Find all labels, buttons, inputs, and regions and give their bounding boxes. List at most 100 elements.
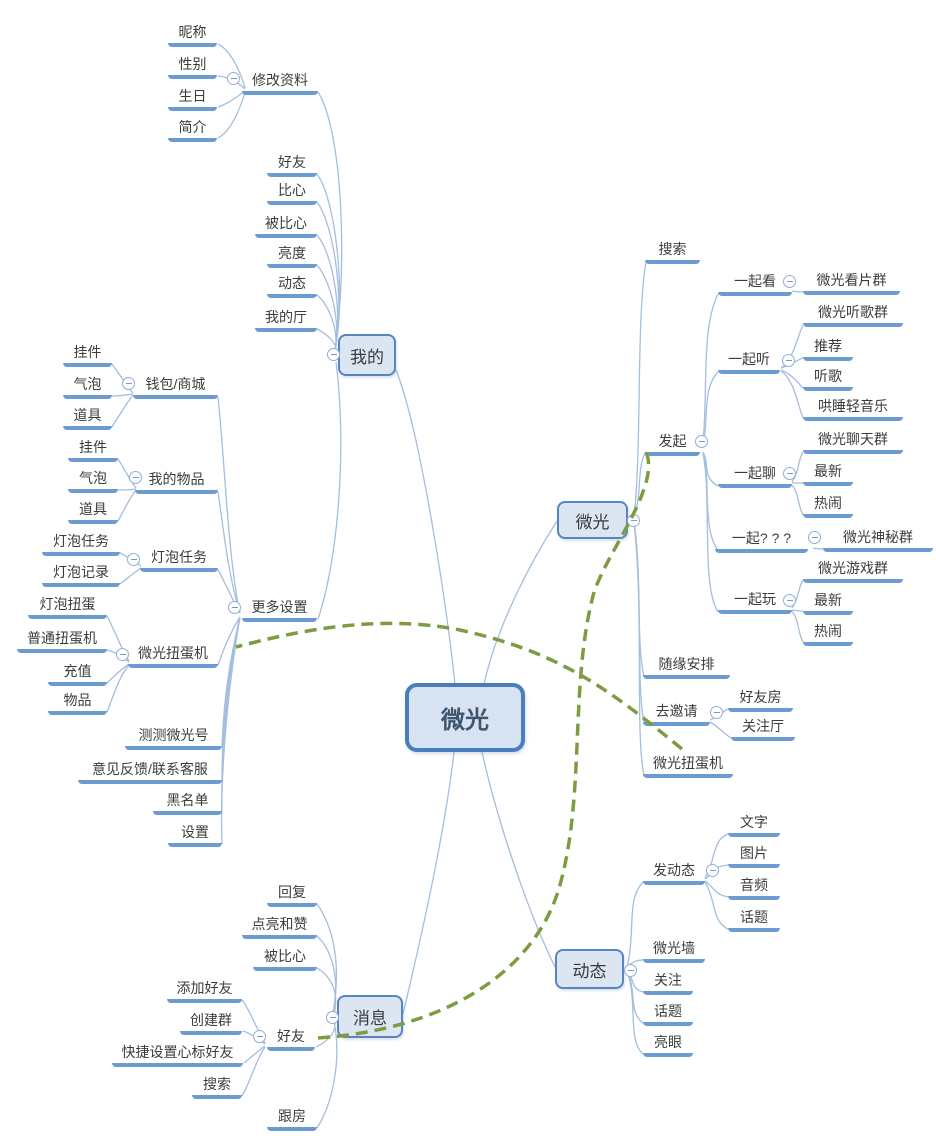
node-chat-newest[interactable]: 最新 [803,462,853,486]
collapse-icon[interactable] [695,435,708,448]
node-quick-heart-friend[interactable]: 快捷设置心标好友 [112,1043,243,1067]
collapse-icon[interactable] [624,964,637,977]
node-post-text[interactable]: 文字 [728,813,780,837]
node-random-arrange[interactable]: 随缘安排 [643,655,730,679]
node-settings[interactable]: 设置 [168,823,222,847]
node-mystery-group[interactable]: 微光神秘群 [823,528,933,552]
collapse-icon[interactable] [783,467,796,480]
node-be-hearted[interactable]: 被比心 [255,214,317,238]
node-more-settings[interactable]: 更多设置 [242,598,317,622]
node-gender[interactable]: 性别 [168,55,217,79]
collapse-icon[interactable] [808,531,821,544]
node-chat-lively[interactable]: 热闹 [803,494,853,518]
node-my-moments[interactable]: 动态 [267,274,317,298]
collapse-icon[interactable] [116,648,129,661]
node-sleep-music[interactable]: 哄睡轻音乐 [803,397,903,421]
node-chat-together[interactable]: 一起聊 [718,464,792,488]
node-edit-profile[interactable]: 修改资料 [242,71,318,95]
node-friend-search[interactable]: 搜索 [192,1075,242,1099]
node-nickname[interactable]: 昵称 [168,23,217,47]
node-post-image[interactable]: 图片 [728,844,780,868]
node-my-hall[interactable]: 我的厅 [255,308,317,332]
node-wallet-bubble[interactable]: 气泡 [63,375,112,399]
node-watch-together[interactable]: 一起看 [718,272,792,296]
node-bulb-record[interactable]: 灯泡记录 [42,563,120,587]
node-recommend[interactable]: 推荐 [803,337,853,361]
node-search[interactable]: 搜索 [645,240,700,264]
node-create-group[interactable]: 创建群 [180,1011,242,1035]
node-post-moment[interactable]: 发动态 [643,861,705,885]
node-listen-group[interactable]: 微光听歌群 [803,303,903,327]
collapse-icon[interactable] [122,377,135,390]
node-play-lively[interactable]: 热闹 [803,622,853,646]
branch-node-weiguang[interactable]: 微光 [557,501,628,539]
collapse-icon[interactable] [783,275,796,288]
node-wallet-mall[interactable]: 钱包/商城 [133,375,218,399]
branch-node-messages[interactable]: 消息 [337,995,403,1038]
node-weiguang-wall[interactable]: 微光墙 [643,939,705,963]
node-feedback[interactable]: 意见反馈/联系客服 [78,760,222,784]
node-gacha-right[interactable]: 微光扭蛋机 [643,754,733,778]
node-gacha-left[interactable]: 微光扭蛋机 [128,644,218,668]
node-test-id[interactable]: 测测微光号 [125,726,222,750]
node-wallet-prop[interactable]: 道具 [63,406,112,430]
node-post-topic[interactable]: 话题 [728,908,780,932]
central-topic[interactable]: 微光 [405,683,525,752]
collapse-icon[interactable] [710,706,723,719]
node-brightness[interactable]: 亮度 [267,244,317,268]
collapse-icon[interactable] [706,864,719,877]
node-birthday[interactable]: 生日 [168,87,217,111]
node-my-items[interactable]: 我的物品 [135,470,218,494]
node-bright-eye[interactable]: 亮眼 [643,1033,693,1057]
node-bulb-gacha[interactable]: 灯泡扭蛋 [28,595,107,619]
node-game-group[interactable]: 微光游戏群 [803,559,903,583]
branch-node-moments[interactable]: 动态 [555,949,624,989]
node-bulb-task-item[interactable]: 灯泡任务 [42,532,120,556]
node-items-pendant[interactable]: 挂件 [68,438,118,462]
node-listen-together[interactable]: 一起听 [718,350,780,374]
node-reply[interactable]: 回复 [267,883,317,907]
node-msg-friends[interactable]: 好友 [267,1027,315,1051]
node-bulb-task[interactable]: 灯泡任务 [140,548,218,572]
collapse-icon[interactable] [129,471,142,484]
node-heart[interactable]: 比心 [267,181,317,205]
node-msg-be-hearted[interactable]: 被比心 [253,947,317,971]
node-light-like[interactable]: 点亮和赞 [242,915,317,939]
collapse-icon[interactable] [327,348,340,361]
collapse-icon[interactable] [228,601,241,614]
node-intro[interactable]: 简介 [168,118,217,142]
node-listen-song[interactable]: 听歌 [803,367,853,391]
collapse-icon[interactable] [253,1030,266,1043]
node-friend-room[interactable]: 好友房 [728,688,793,712]
node-items-bubble[interactable]: 气泡 [68,469,118,493]
node-launch[interactable]: 发起 [645,432,700,456]
node-blacklist[interactable]: 黑名单 [153,791,222,815]
collapse-icon[interactable] [227,72,240,85]
collapse-icon[interactable] [127,553,140,566]
branch-node-my[interactable]: 我的 [338,334,396,376]
node-normal-gacha[interactable]: 普通扭蛋机 [17,629,107,653]
node-items-prop[interactable]: 道具 [68,500,118,524]
node-play-newest[interactable]: 最新 [803,591,853,615]
node-watch-group[interactable]: 微光看片群 [803,271,900,295]
node-invite[interactable]: 去邀请 [643,702,710,726]
collapse-icon[interactable] [627,514,640,527]
node-moments-topic[interactable]: 话题 [643,1002,693,1026]
node-chat-group[interactable]: 微光聊天群 [803,430,903,454]
collapse-icon[interactable] [326,1011,339,1024]
node-goods[interactable]: 物品 [48,691,107,715]
node-follow-hall[interactable]: 关注厅 [731,717,795,741]
node-my-friends[interactable]: 好友 [267,153,317,177]
collapse-icon[interactable] [782,354,795,367]
collapse-icon[interactable] [783,594,796,607]
node-mystery-together[interactable]: 一起? ? ? [715,529,808,553]
node-follow-room[interactable]: 跟房 [267,1107,317,1131]
node-add-friend[interactable]: 添加好友 [167,979,242,1003]
node-play-together[interactable]: 一起玩 [718,590,792,614]
node-recharge[interactable]: 充值 [48,662,107,686]
node-wallet-pendant[interactable]: 挂件 [63,343,112,367]
node-moments-follow[interactable]: 关注 [643,971,693,995]
node-post-audio[interactable]: 音频 [728,876,780,900]
